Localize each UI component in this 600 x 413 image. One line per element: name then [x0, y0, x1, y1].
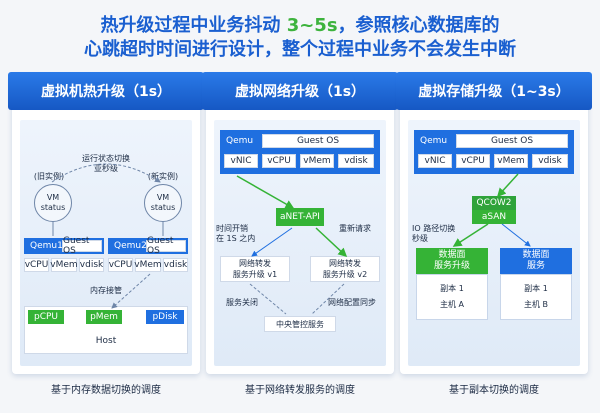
vdisk-2: vdisk — [163, 258, 188, 272]
new-instance-label: (新实例) — [147, 172, 179, 181]
panel-header: 虚拟存储升级（1~3s） — [396, 72, 592, 110]
guest-os: Guest OS — [456, 134, 568, 148]
vcpu-1: vCPU — [24, 258, 49, 272]
qemu-label: Qemu — [420, 136, 448, 146]
replica-b-box: 副本 1 主机 B — [500, 274, 572, 320]
asan: aSAN — [472, 210, 516, 224]
vcpu: vCPU — [262, 154, 296, 168]
vmem-1: vMem — [50, 258, 78, 272]
title-line-1: 热升级过程中业务抖动 3~5s，参照核心数据库的 — [0, 14, 600, 38]
memory-takeover-label: 内存接管 — [90, 286, 122, 295]
panel-header: 虚拟网络升级（1s） — [202, 72, 398, 110]
panel-inner: Qemu Guest OS vNIC vCPU vMem vdisk QCOW2… — [408, 120, 580, 366]
vcpu: vCPU — [456, 154, 490, 168]
pcpu: pCPU — [28, 310, 64, 324]
qemu2-label: Qemu2 — [114, 241, 147, 251]
vcpu-2: vCPU — [108, 258, 133, 272]
title-line-2: 心跳超时时间进行设计，整个过程中业务不会发生中断 — [84, 39, 516, 60]
panel-storage-upgrade: 虚拟存储升级（1~3s） Qemu Guest OS vNIC vCPU vMe… — [396, 72, 592, 374]
vmem-2: vMem — [134, 258, 162, 272]
qemu1-label: Qemu1 — [30, 241, 63, 251]
host-a-label: 主机 A — [439, 300, 464, 309]
data-plane-service: 数据面 服务 — [500, 248, 572, 274]
switch-label: 运行状态切换 亚秒级 — [82, 154, 130, 173]
panel-network-upgrade: 虚拟网络升级（1s） Qemu Guest OS vNIC vCPU vMem … — [202, 72, 398, 374]
retry-label: 重新请求 — [339, 224, 371, 233]
title-text-suffix: ，参照核心数据库的 — [337, 15, 500, 36]
vmem: vMem — [494, 154, 528, 168]
qcow2: QCOW2 — [472, 196, 516, 210]
host-b-label: 主机 B — [523, 300, 549, 309]
forward-service-v2: 网络转发 服务升级 v2 — [310, 256, 380, 282]
vm-status-new: VM status — [144, 184, 182, 222]
guest-os: Guest OS — [262, 134, 374, 148]
forward-service-v1: 网络转发 服务升级 v1 — [220, 256, 290, 282]
vmem: vMem — [300, 154, 334, 168]
central-control-service: 中央管控服务 — [264, 316, 336, 332]
vdisk-1: vdisk — [79, 258, 104, 272]
data-plane-service-label: 数据面 服务 — [522, 250, 550, 271]
caption-2: 基于网络转发服务的调度 — [245, 385, 355, 396]
panel-inner: 运行状态切换 亚秒级 (旧实例) (新实例) VM status VM stat… — [20, 120, 192, 366]
io-path-switch-label: IO 路径切换 秒级 — [412, 224, 456, 243]
vdisk: vdisk — [532, 154, 568, 168]
qemu-label: Qemu — [226, 136, 254, 146]
service-off-label: 服务关闭 — [226, 298, 258, 307]
anet-api: aNET-API — [276, 208, 324, 226]
vdisk: vdisk — [338, 154, 374, 168]
data-plane-upgrade: 数据面 服务升级 — [416, 248, 488, 274]
pdisk-label: pDisk — [152, 312, 178, 322]
guest-os-1: Guest OS — [62, 236, 102, 256]
host-label: Host — [95, 336, 117, 346]
title-highlight: 3~5s — [286, 15, 338, 36]
replica-b-label: 副本 1 — [524, 284, 548, 293]
replica-a-label: 副本 1 — [440, 284, 464, 293]
guest-os-2: Guest OS — [146, 236, 186, 256]
pmem: pMem — [86, 310, 122, 324]
panel-header: 虚拟机热升级（1s） — [8, 72, 204, 110]
replica-a-box: 副本 1 主机 A — [416, 274, 488, 320]
vm-status-old: VM status — [34, 184, 72, 222]
old-instance-label: (旧实例) — [33, 172, 65, 181]
config-sync-label: 网络配置同步 — [328, 298, 376, 307]
title-text: 热升级过程中业务抖动 — [100, 15, 287, 36]
caption-1: 基于内存数据切换的调度 — [51, 385, 161, 396]
caption-3: 基于副本切换的调度 — [449, 385, 539, 396]
vnic: vNIC — [418, 154, 452, 168]
time-cost-label: 时间开销 在 1S 之内 — [216, 224, 256, 243]
panel-inner: Qemu Guest OS vNIC vCPU vMem vdisk aNET-… — [214, 120, 386, 366]
vnic: vNIC — [224, 154, 258, 168]
panel-vm-upgrade: 虚拟机热升级（1s） 运行状态切换 亚秒级 (旧实例) (新实例) VM sta… — [8, 72, 204, 374]
pdisk: pDisk — [146, 310, 184, 324]
